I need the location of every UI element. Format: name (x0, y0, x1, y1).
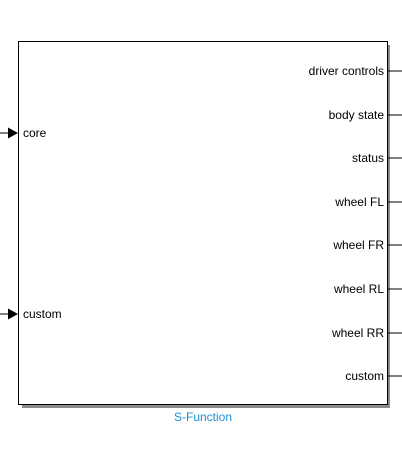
output-label-wheel-fr: wheel FR (333, 238, 384, 252)
output-label-custom: custom (345, 369, 384, 383)
input-arrow-icon (8, 308, 18, 320)
output-label-body-state: body state (328, 108, 384, 122)
input-port-core[interactable] (0, 127, 18, 139)
s-function-block[interactable] (18, 41, 388, 405)
input-label-custom: custom (23, 307, 62, 321)
input-port-custom[interactable] (0, 308, 18, 320)
input-arrow-icon (8, 127, 18, 139)
output-label-status: status (351, 151, 384, 165)
output-label-driver-controls: driver controls (308, 64, 384, 78)
block-name-label[interactable]: S-Function (173, 410, 233, 424)
output-label-wheel-rl: wheel RL (333, 282, 384, 296)
input-label-core: core (23, 126, 47, 140)
output-label-wheel-rr: wheel RR (331, 326, 384, 340)
output-label-wheel-fl: wheel FL (335, 195, 384, 209)
